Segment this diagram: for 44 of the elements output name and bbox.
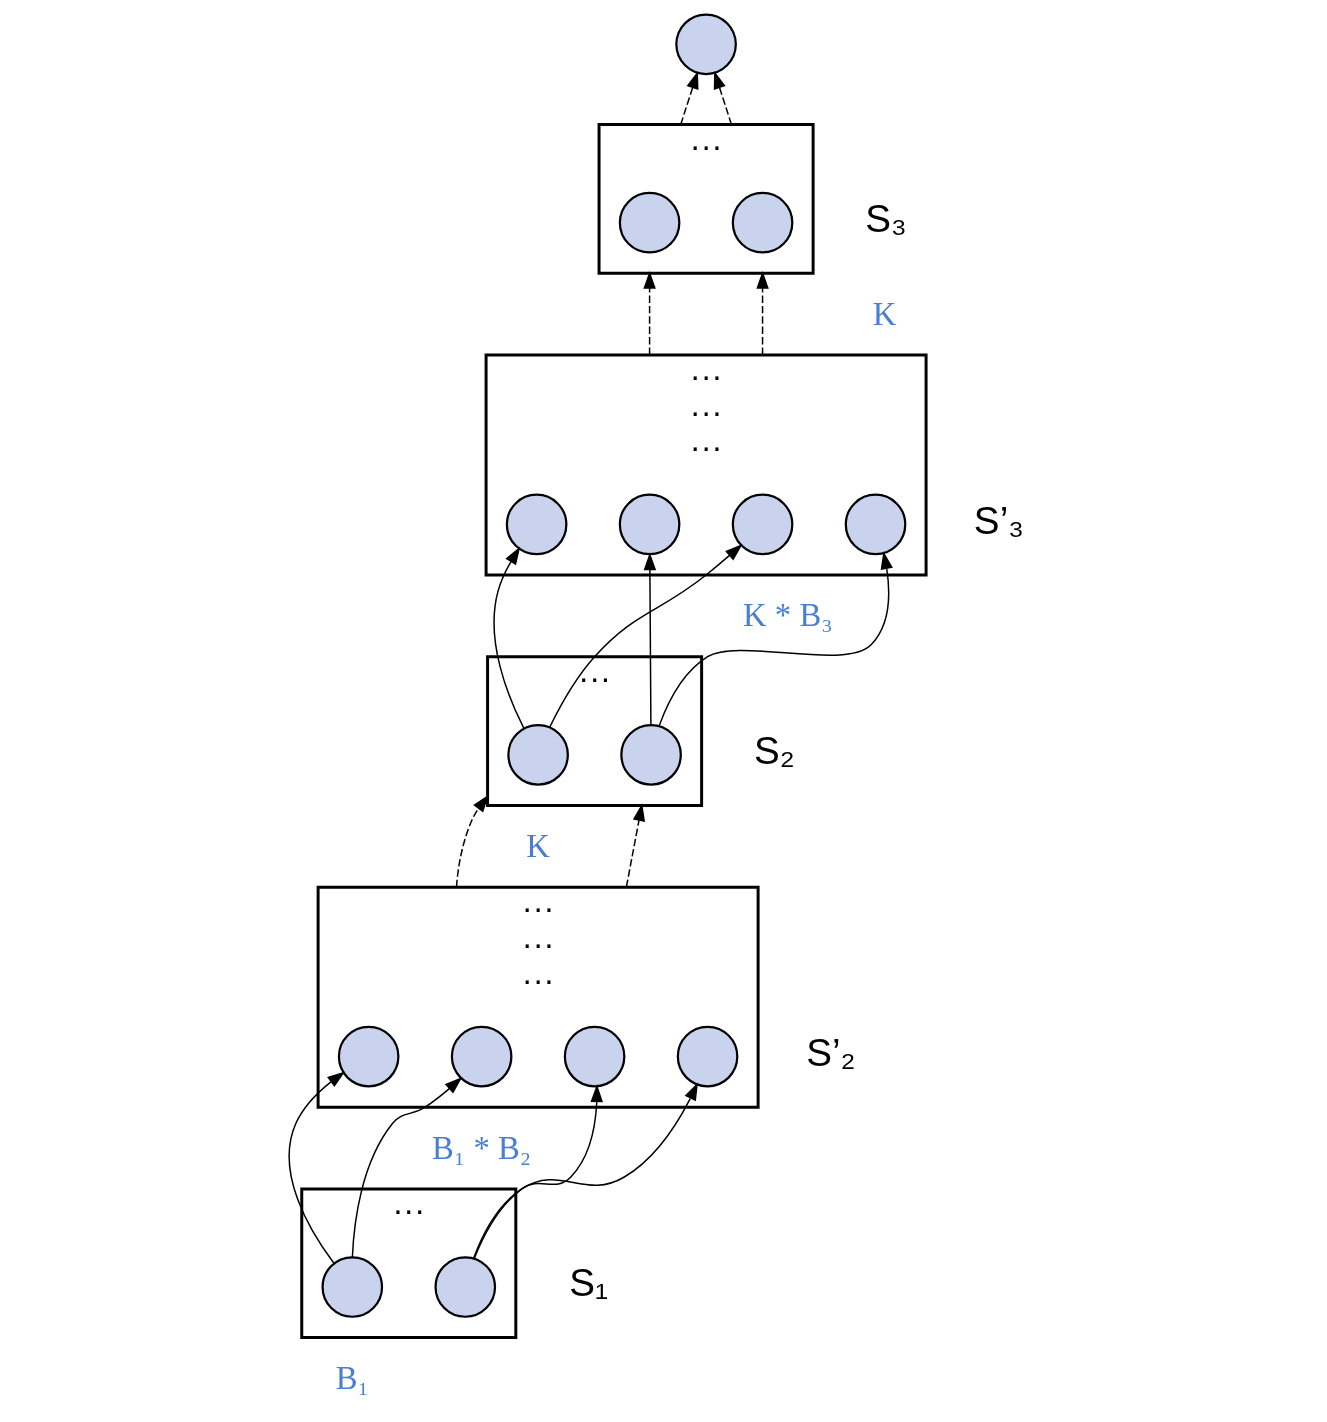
node-circle xyxy=(674,13,737,76)
node-label: S₂ xyxy=(753,729,795,773)
cluster: ··· xyxy=(485,655,703,807)
arrow xyxy=(473,1084,603,1260)
node-circle xyxy=(320,1256,383,1318)
arrow xyxy=(548,544,743,729)
cluster: ··· xyxy=(299,1187,517,1340)
arrow xyxy=(679,71,698,126)
node-circle xyxy=(450,1025,512,1088)
node-circle xyxy=(618,493,680,556)
label: B₁ * B₂ xyxy=(431,1129,531,1166)
cluster: ··· xyxy=(597,123,815,275)
node-circle xyxy=(618,191,680,254)
cluster: ··· ··· ··· xyxy=(316,885,760,1109)
node-circle xyxy=(337,1025,399,1088)
node-circle xyxy=(676,1025,738,1088)
arrow xyxy=(288,1071,345,1264)
arrow xyxy=(472,1082,698,1259)
node-circle xyxy=(844,493,906,556)
node-circle xyxy=(506,724,569,786)
label: B₁ xyxy=(335,1359,369,1396)
node-circle xyxy=(563,1025,625,1088)
node-label: S’₃ xyxy=(973,498,1024,542)
node-label: S₃ xyxy=(864,197,907,241)
node-circle xyxy=(619,724,682,786)
node-label: S₁ xyxy=(568,1261,608,1305)
node-circle xyxy=(433,1256,496,1318)
arrow xyxy=(713,71,732,126)
arrow xyxy=(658,551,893,727)
label: K xyxy=(525,827,550,864)
arrow xyxy=(351,1077,462,1258)
arrow xyxy=(755,270,769,356)
arrow xyxy=(492,546,525,730)
node-circle xyxy=(505,493,567,556)
node-circle xyxy=(731,191,793,254)
label: K xyxy=(872,295,896,332)
arrow xyxy=(642,270,656,356)
arrow xyxy=(455,794,489,888)
arrow xyxy=(625,803,645,888)
label: K * B₃ xyxy=(742,597,833,634)
cluster: ··· ··· ··· xyxy=(484,353,928,577)
node-label: S’₂ xyxy=(805,1030,856,1074)
arrow xyxy=(643,552,656,726)
node-circle xyxy=(731,493,793,556)
